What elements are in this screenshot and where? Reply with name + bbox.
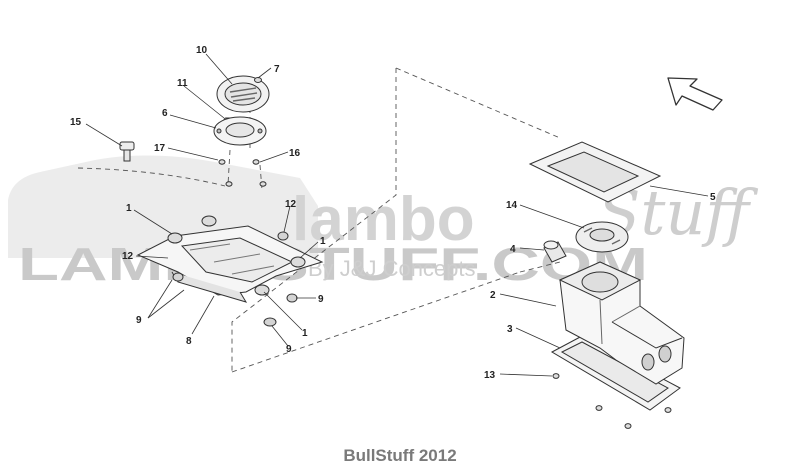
- callout-6: 6: [162, 108, 168, 119]
- callout-12-right: 12: [285, 199, 297, 210]
- callout-9-right: 9: [318, 294, 324, 305]
- callout-8: 8: [186, 336, 192, 347]
- callout-11: 11: [177, 78, 188, 89]
- part-8-bracket: [136, 225, 324, 303]
- part-10-cover: [216, 75, 270, 113]
- callout-9-left: 9: [136, 315, 142, 326]
- callout-4: 4: [510, 244, 516, 255]
- callout-14: 14: [506, 200, 518, 211]
- watermark: lambo Stuff LAMBOSTUFF.COM By J&J Concep…: [8, 155, 758, 290]
- part-7-screw: [254, 77, 262, 83]
- left-assembly: [119, 75, 324, 327]
- callout-labels: 10 7 11 6 15 17 16 1 12 1 12 9 9 1 8 9 5…: [70, 45, 716, 381]
- part-4-sleeve: [543, 240, 567, 263]
- callout-1-bottom: 1: [302, 328, 308, 339]
- mount-bushings: [167, 215, 306, 327]
- part-14-ring: [575, 221, 629, 253]
- callout-16: 16: [289, 148, 301, 159]
- footer-caption: BullStuff 2012: [343, 446, 457, 465]
- callout-7: 7: [274, 64, 280, 75]
- callout-2: 2: [490, 290, 496, 301]
- part-2-housing: [558, 261, 685, 385]
- part-3-base-gasket: [550, 335, 681, 411]
- watermark-overlay-text: LAMBOSTUFF.COM: [18, 238, 648, 290]
- watermark-car-wheel-front: [38, 184, 82, 228]
- part-5-gasket: [528, 141, 662, 203]
- fasteners-16-17: [218, 159, 267, 187]
- right-assembly: [528, 141, 685, 429]
- leader-lines: [85, 53, 709, 377]
- watermark-main-text: lambo: [292, 185, 475, 254]
- callout-15: 15: [70, 117, 82, 128]
- part-6-plate: [213, 116, 267, 146]
- direction-arrow-icon: [667, 77, 723, 111]
- callout-3: 3: [507, 324, 513, 335]
- callout-13: 13: [484, 370, 496, 381]
- watermark-sub-text: By J&J Concepts: [308, 256, 476, 281]
- callout-5: 5: [710, 192, 716, 203]
- callout-12-left: 12: [122, 251, 134, 262]
- callout-17: 17: [154, 143, 166, 154]
- callout-1-top: 1: [126, 203, 132, 214]
- callout-9-bottom: 9: [286, 344, 292, 355]
- watermark-car-wheel-rear: [228, 188, 272, 232]
- part-15-bolt: [119, 141, 135, 162]
- callout-10: 10: [196, 45, 208, 56]
- part-13-fasteners: [552, 373, 672, 429]
- callout-1-right: 1: [320, 236, 326, 247]
